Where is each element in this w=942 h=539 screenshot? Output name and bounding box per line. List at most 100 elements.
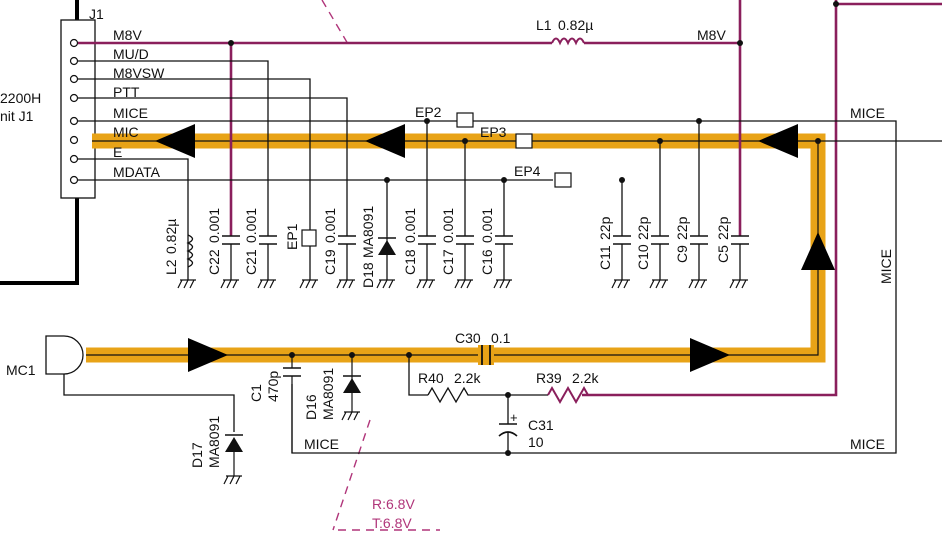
pin-3 xyxy=(69,74,79,84)
c31-polarity: + xyxy=(510,410,518,425)
signal-arrows xyxy=(155,124,835,372)
c1-ref: C1 xyxy=(248,384,264,402)
c30-ref: C30 xyxy=(455,330,481,346)
c5-ref: C5 xyxy=(715,245,731,263)
c17-ref: C17 xyxy=(440,249,456,275)
l1-ref: L1 xyxy=(536,17,552,33)
c11-value: 22p xyxy=(597,216,613,240)
l2-ref: L2 xyxy=(163,259,179,275)
net-mice-bottom: MICE xyxy=(304,436,339,452)
pin-label-mice: MICE xyxy=(113,105,148,121)
connector-j1-body xyxy=(60,19,96,199)
r40-ref: R40 xyxy=(418,370,444,386)
offpage-label-2: nit J1 xyxy=(0,108,34,124)
cap-c30 xyxy=(478,345,494,365)
c11-ref: C11 xyxy=(597,245,613,270)
c18-ref: C18 xyxy=(402,249,418,275)
mic-ref: MC1 xyxy=(6,362,36,378)
connector-pins xyxy=(69,38,79,185)
pin-4 xyxy=(69,93,79,103)
c5-value: 22p xyxy=(715,216,731,240)
l1-value: 0.82µ xyxy=(558,17,593,33)
arrow-left-2 xyxy=(365,124,405,158)
c22-value: 0.001 xyxy=(206,208,222,243)
diode-d16-symbol xyxy=(343,355,361,412)
voltage-callout-line xyxy=(321,0,440,531)
c1-value: 470p xyxy=(265,371,281,402)
pin-2 xyxy=(69,56,79,66)
pin-5 xyxy=(69,116,79,126)
c10-value: 22p xyxy=(635,216,651,240)
c30-value: 0.1 xyxy=(491,330,511,346)
c31-value: 10 xyxy=(528,434,544,450)
net-mice-bottom-right: MICE xyxy=(850,436,885,452)
c18-value: 0.001 xyxy=(402,208,418,243)
r39-ref: R39 xyxy=(536,370,562,386)
test-point-ep3 xyxy=(515,133,533,149)
cap-c10 xyxy=(651,235,669,245)
d18-ref: D18 xyxy=(360,262,376,288)
cap-c5 xyxy=(731,235,749,245)
ep2-label: EP2 xyxy=(415,104,442,120)
pin-label-e: E xyxy=(113,144,122,160)
cap-c17 xyxy=(456,235,474,245)
net-mice-vertical: MICE xyxy=(878,249,894,284)
c19-value: 0.001 xyxy=(322,208,338,243)
pin-8 xyxy=(69,175,79,185)
c16-value: 0.001 xyxy=(479,208,495,243)
pin-7 xyxy=(69,154,79,164)
diode-d17-symbol xyxy=(225,434,243,476)
arrow-left-1 xyxy=(155,124,195,158)
pin-1 xyxy=(69,38,79,48)
c21-value: 0.001 xyxy=(243,208,259,243)
microphone-mc1-symbol xyxy=(45,335,235,432)
c31-ref: C31 xyxy=(528,417,554,433)
c21-ref: C21 xyxy=(243,249,259,275)
arrow-right-1 xyxy=(188,338,228,372)
connector-ref: J1 xyxy=(89,6,104,22)
offpage-label-1: 2200H xyxy=(0,90,41,106)
r40-value: 2.2k xyxy=(454,370,481,386)
net-mice-top: MICE xyxy=(850,105,885,121)
test-point-ep2 xyxy=(456,112,474,128)
pin-label-mic: MIC xyxy=(113,124,139,140)
c9-ref: C9 xyxy=(674,245,690,263)
d17-ref: D17 xyxy=(189,442,205,468)
rotated-labels: L2 0.82µ C22 0.001 C21 0.001 C19 0.001 D… xyxy=(163,206,731,468)
cap-c18 xyxy=(418,235,436,245)
test-point-ep4 xyxy=(554,172,572,188)
cap-c16 xyxy=(495,235,513,245)
inductor-l1-symbol xyxy=(551,37,585,46)
voltage-tx: T:6.8V xyxy=(372,515,412,531)
pin-label-m8v: M8V xyxy=(113,27,142,43)
c19-ref: C19 xyxy=(322,249,338,275)
m8v-power-wires xyxy=(78,0,942,397)
d16-ref: D16 xyxy=(303,394,319,420)
d16-part: MA8091 xyxy=(320,368,336,420)
pin-label-ptt: PTT xyxy=(113,84,140,100)
c17-value: 0.001 xyxy=(440,208,456,243)
arrow-up xyxy=(801,232,835,270)
resistor-r40 xyxy=(427,386,548,404)
cap-c22 xyxy=(222,235,240,245)
l2-value: 0.82µ xyxy=(163,219,179,254)
arrow-right-2 xyxy=(690,338,730,372)
d18-part: MA8091 xyxy=(360,206,376,258)
voltage-rx: R:6.8V xyxy=(372,496,415,512)
cap-leads xyxy=(230,244,741,280)
r39-value: 2.2k xyxy=(572,370,599,386)
cap-c11 xyxy=(613,235,631,245)
cap-c9 xyxy=(690,235,708,245)
c22-ref: C22 xyxy=(206,249,222,275)
inductor-l2-symbol xyxy=(186,234,194,268)
c10-ref: C10 xyxy=(635,244,651,270)
pin-label-mud: MU/D xyxy=(113,46,149,62)
d17-part: MA8091 xyxy=(206,416,222,468)
c9-value: 22p xyxy=(674,216,690,240)
cap-c19 xyxy=(338,235,356,245)
cap-c21 xyxy=(259,235,277,245)
mic-signal-path xyxy=(86,133,826,363)
ep3-label: EP3 xyxy=(480,124,507,140)
arrow-left-3 xyxy=(758,124,798,158)
